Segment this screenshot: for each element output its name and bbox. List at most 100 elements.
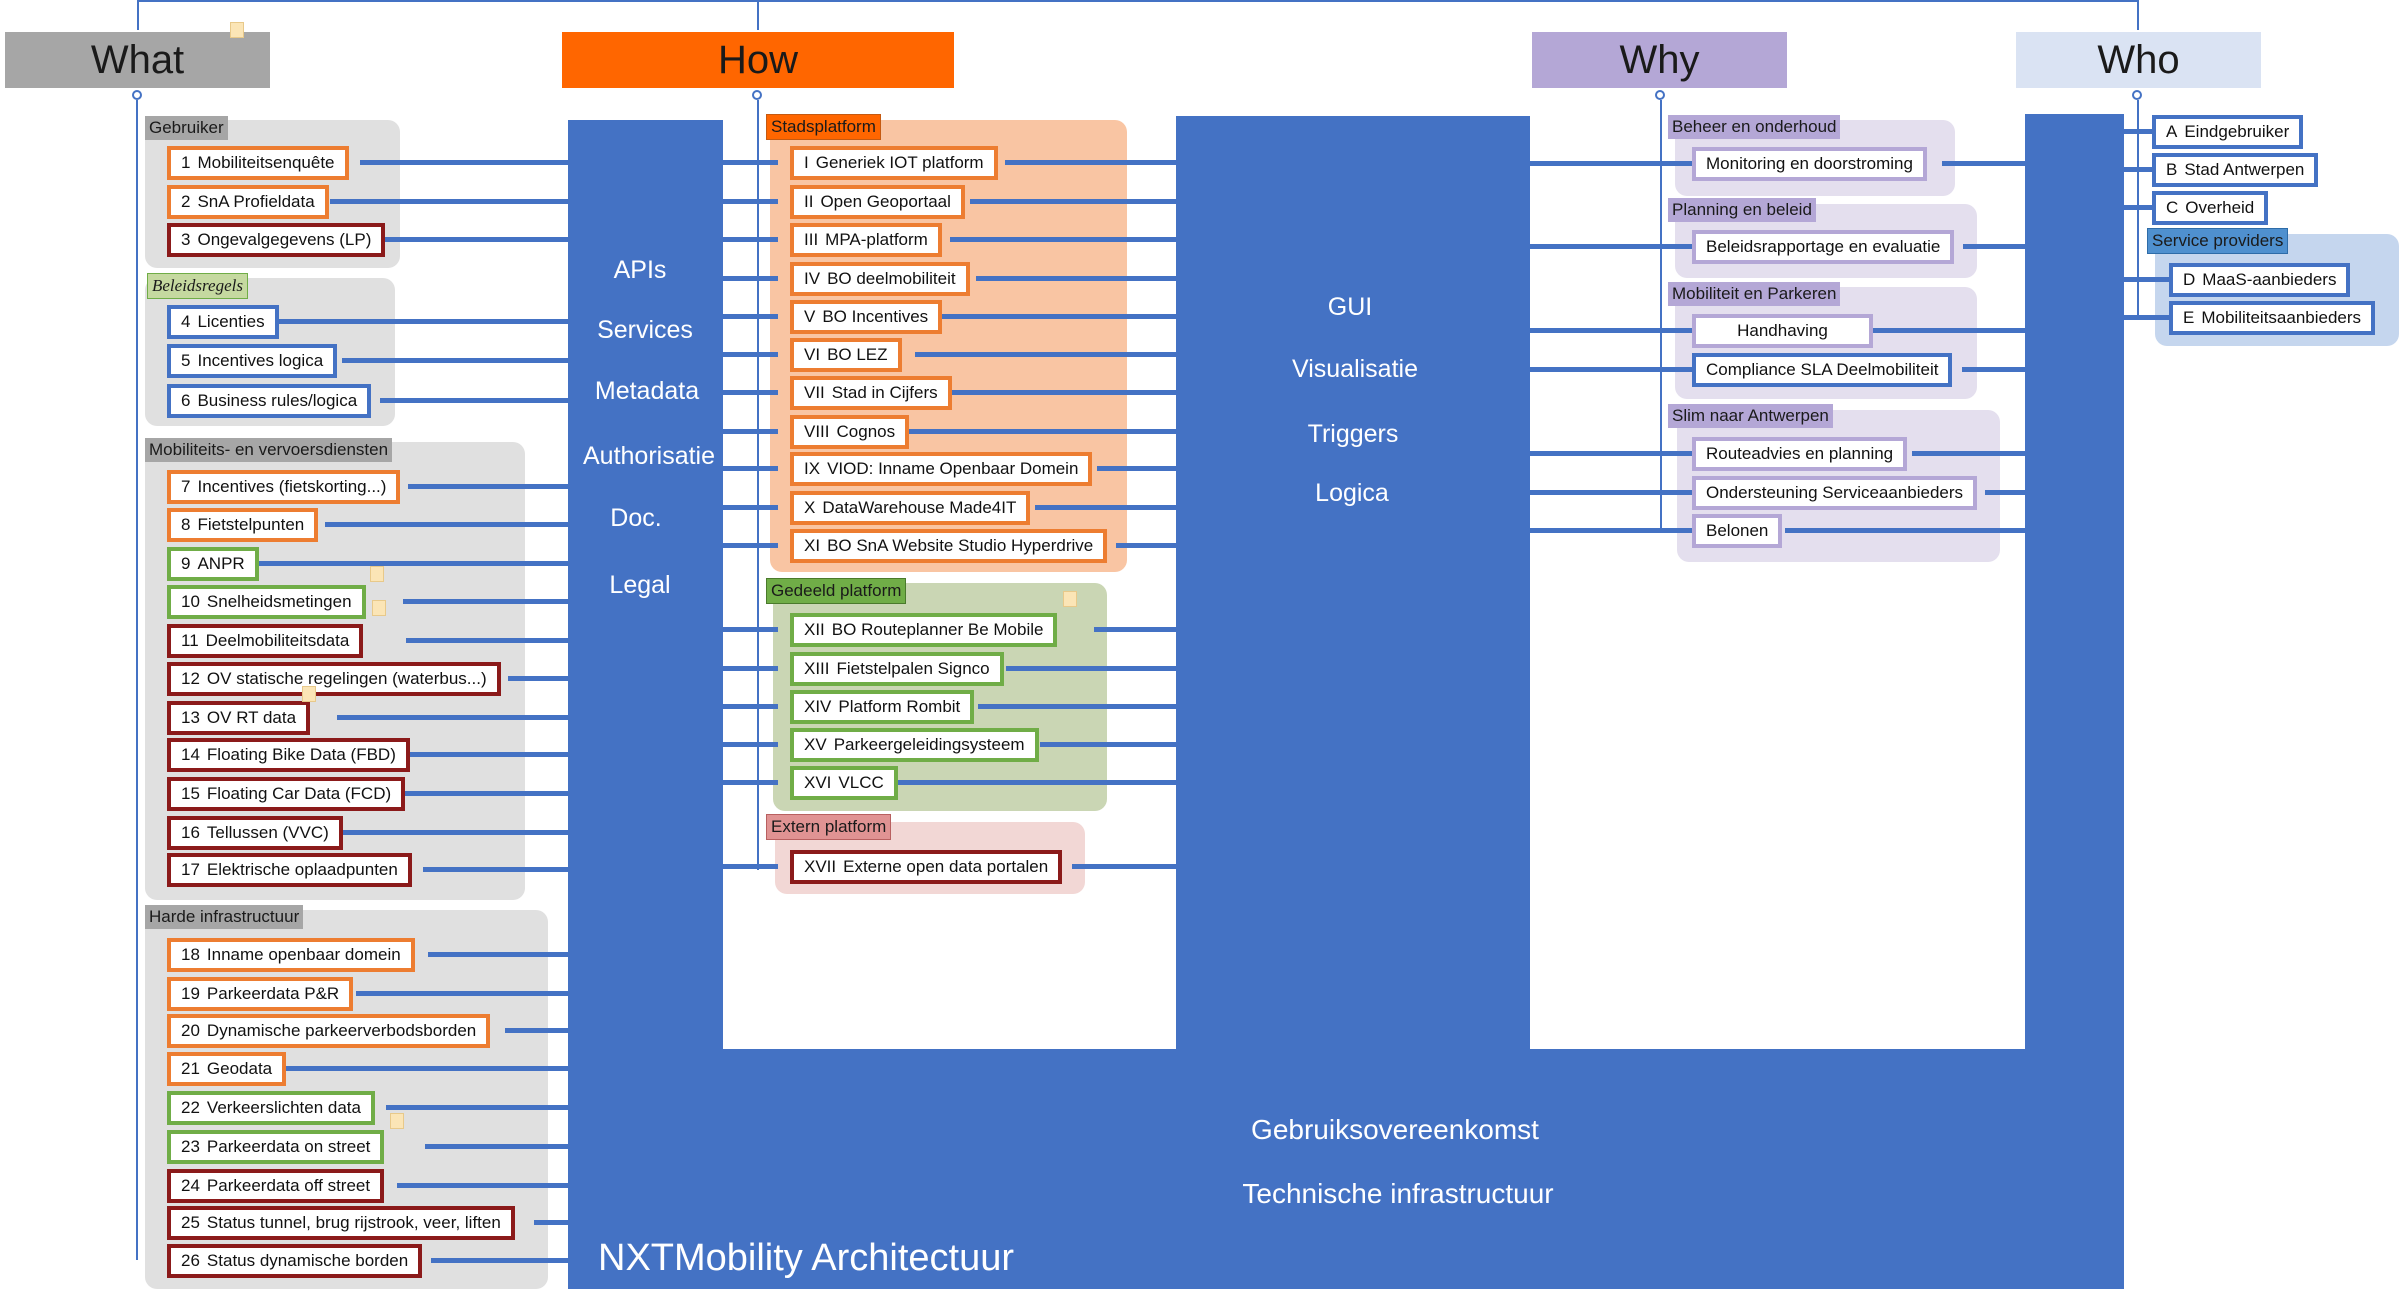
connector-line [952, 390, 1176, 395]
why-item[interactable]: Routeadvies en planning [1692, 437, 1908, 471]
infra-layer [568, 1049, 2124, 1289]
connector-line [1116, 543, 1176, 548]
connector-line [1040, 742, 1176, 747]
connector-line [356, 991, 568, 996]
connector-line [431, 1258, 568, 1263]
api-label: Doc. [610, 504, 662, 532]
connector-line [402, 791, 568, 796]
who-column [2025, 114, 2124, 1054]
connector-line [1530, 451, 1692, 456]
gui-label: Logica [1315, 479, 1389, 507]
why-item[interactable]: Beleidsrapportage en evaluatie [1692, 230, 1955, 264]
connector-line [423, 867, 568, 872]
gui-label: GUI [1327, 293, 1373, 321]
api-label: Metadata [594, 377, 700, 405]
why-item[interactable]: Handhaving [1692, 314, 1873, 348]
group-label: Stadsplatform [766, 114, 881, 140]
how-trunk [757, 100, 759, 870]
why-item[interactable]: Belonen [1692, 514, 1783, 548]
api-label: Legal [609, 571, 671, 599]
connector-line [2124, 167, 2152, 172]
why-item[interactable]: Monitoring en doorstroming [1692, 147, 1927, 181]
connector-line [1097, 466, 1176, 471]
connector-line [890, 780, 1176, 785]
connector-line [2124, 205, 2152, 210]
connector-line [425, 1144, 568, 1149]
connector-line [1530, 328, 1692, 333]
connector-line [723, 390, 778, 395]
connector-line [2124, 129, 2152, 134]
connector-line [1006, 666, 1176, 671]
connector-line [723, 543, 778, 548]
connector-line [1530, 244, 1692, 249]
why-item[interactable]: Compliance SLA Deelmobiliteit [1692, 353, 1953, 387]
connector-line [406, 638, 568, 643]
connector-line [723, 160, 778, 165]
connector-line [337, 715, 568, 720]
connector-line [723, 314, 778, 319]
connector-dot [132, 90, 142, 100]
connector-line [906, 429, 1176, 434]
top-connector-what [137, 0, 139, 30]
why-item[interactable]: Ondersteuning Serviceaanbieders [1692, 476, 1978, 510]
connector-line [723, 276, 778, 281]
connector-line [1985, 490, 2025, 495]
connector-line [950, 237, 1176, 242]
group-label: Beleidsregels [147, 273, 248, 299]
connector-line [1942, 161, 2025, 166]
top-connector-h [137, 0, 2139, 2]
group-label: Mobiliteit en Parkeren [1668, 282, 1841, 306]
connector-line [1785, 528, 2025, 533]
connector-line [258, 561, 568, 566]
connector-line [1094, 627, 1176, 632]
